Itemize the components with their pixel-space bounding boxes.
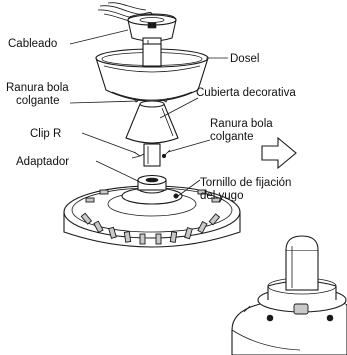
decorative-cover <box>125 100 179 144</box>
label-tornillo-1: Tornillo de fijación <box>200 177 291 189</box>
canopy <box>95 43 209 102</box>
hanger-ball <box>127 13 177 42</box>
housing-vent-slots <box>80 189 221 245</box>
label-adaptador: Adaptador <box>16 156 69 168</box>
detail-view <box>231 235 347 355</box>
label-ranura-bola-1: Ranura bola <box>6 82 69 94</box>
label-ranura-bola-2b: colgante <box>210 131 253 143</box>
label-tornillo-2: del yugo <box>200 190 243 202</box>
r-clip <box>131 149 171 159</box>
motor-housing <box>63 174 241 248</box>
label-cableado: Cableado <box>8 38 57 50</box>
label-ranura-bola-1b: colgante <box>16 95 59 107</box>
label-cubierta: Cubierta decorativa <box>196 87 296 99</box>
downrod-lower <box>143 143 161 167</box>
label-ranura-bola-2: Ranura bola <box>210 118 273 130</box>
label-dosel: Dosel <box>230 53 259 65</box>
arrow-right-icon <box>261 136 297 170</box>
canopy-slot-marks <box>133 97 169 103</box>
label-clip-r: Clip R <box>30 128 61 140</box>
leader-lines <box>69 29 228 197</box>
